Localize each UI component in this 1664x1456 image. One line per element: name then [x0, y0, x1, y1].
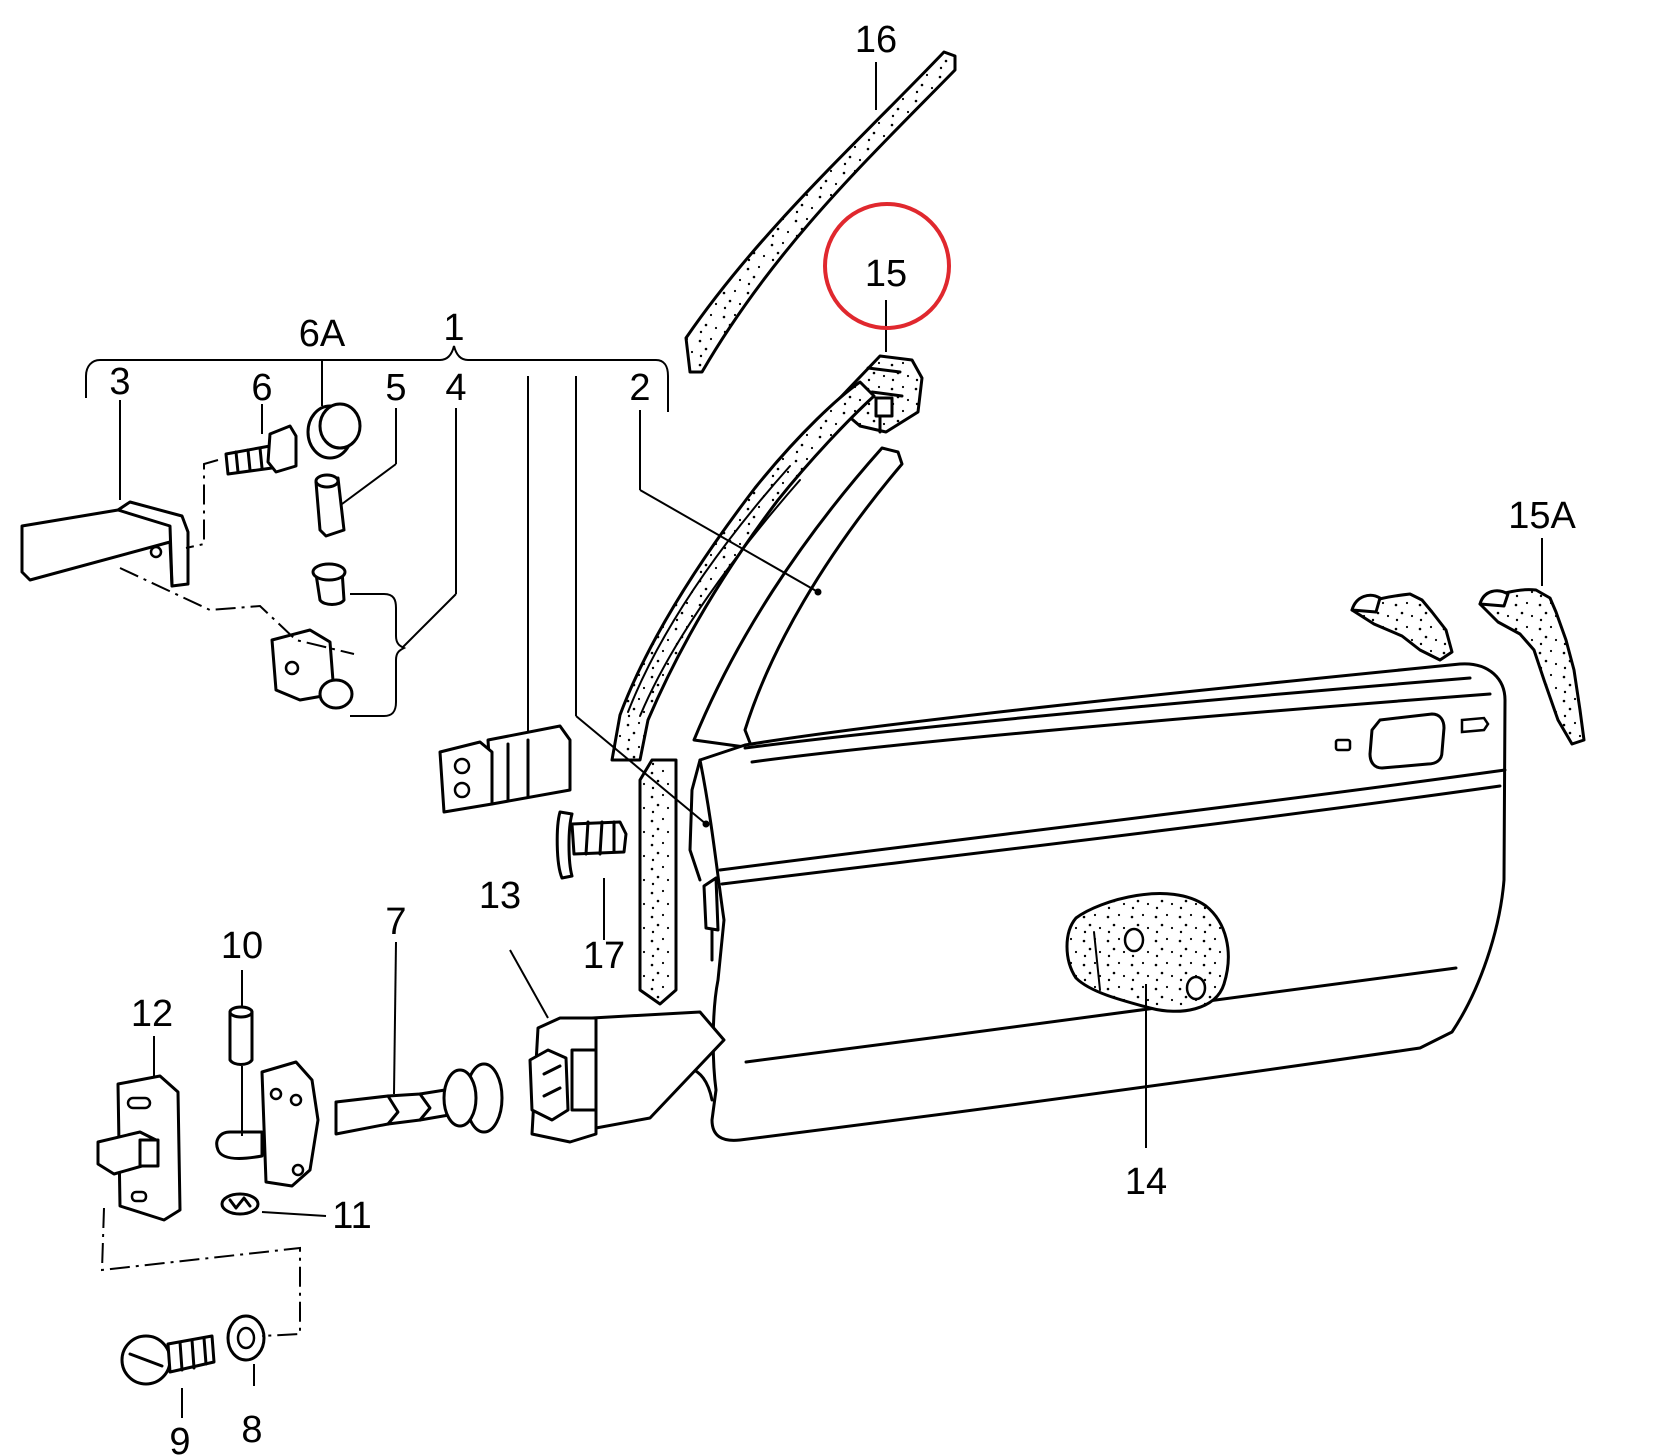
leader-lines [119, 62, 1543, 1418]
part-10-pin [228, 1005, 254, 1066]
part-6a-bushing [306, 402, 362, 460]
highlight-circle [823, 202, 951, 330]
part-12-striker-plate [96, 1074, 182, 1222]
part-9-screw [120, 1334, 216, 1386]
part-3-hinge-plate [20, 500, 190, 588]
label-3: 3 [109, 361, 130, 403]
label-11: 11 [332, 1195, 371, 1237]
part-4-brace [350, 593, 407, 717]
part-8-washer [226, 1314, 266, 1362]
label-5: 5 [385, 367, 406, 409]
part-13-check-bracket [528, 1010, 726, 1144]
part-labels: 1 2 3 4 5 6 6A 7 8 9 10 11 12 13 14 15 1… [109, 19, 1576, 1456]
part-11-washer [220, 1192, 260, 1216]
label-14: 14 [1125, 1161, 1167, 1203]
label-7: 7 [385, 901, 406, 943]
label-15: 15 [865, 253, 907, 295]
label-6: 6 [251, 367, 272, 409]
part-6-bolt [224, 424, 298, 476]
group-1-bracket [85, 345, 669, 412]
label-9: 9 [169, 1421, 190, 1456]
label-16: 16 [855, 19, 897, 61]
label-6a: 6A [299, 313, 346, 355]
part-1-hinge-lower [438, 724, 572, 814]
part-17-rivet [555, 810, 628, 880]
part-7-check-strap [215, 1060, 504, 1188]
label-1: 1 [443, 307, 464, 349]
part-5-hinge-pin [314, 473, 346, 538]
assembly-lines [100, 459, 355, 1337]
label-13: 13 [479, 875, 521, 917]
part-16-roof-seal [684, 50, 957, 374]
label-4: 4 [445, 367, 466, 409]
part-14-door-shell [688, 446, 1507, 1142]
label-17: 17 [583, 935, 625, 977]
label-10: 10 [221, 925, 263, 967]
part-4-bushing-bracket [270, 562, 354, 710]
part-2-frame-seal [610, 380, 876, 1006]
label-15a: 15A [1508, 495, 1576, 537]
label-8: 8 [241, 1409, 262, 1451]
label-2: 2 [629, 367, 650, 409]
label-12: 12 [131, 993, 173, 1035]
part-15a-window-clips [1350, 588, 1586, 746]
